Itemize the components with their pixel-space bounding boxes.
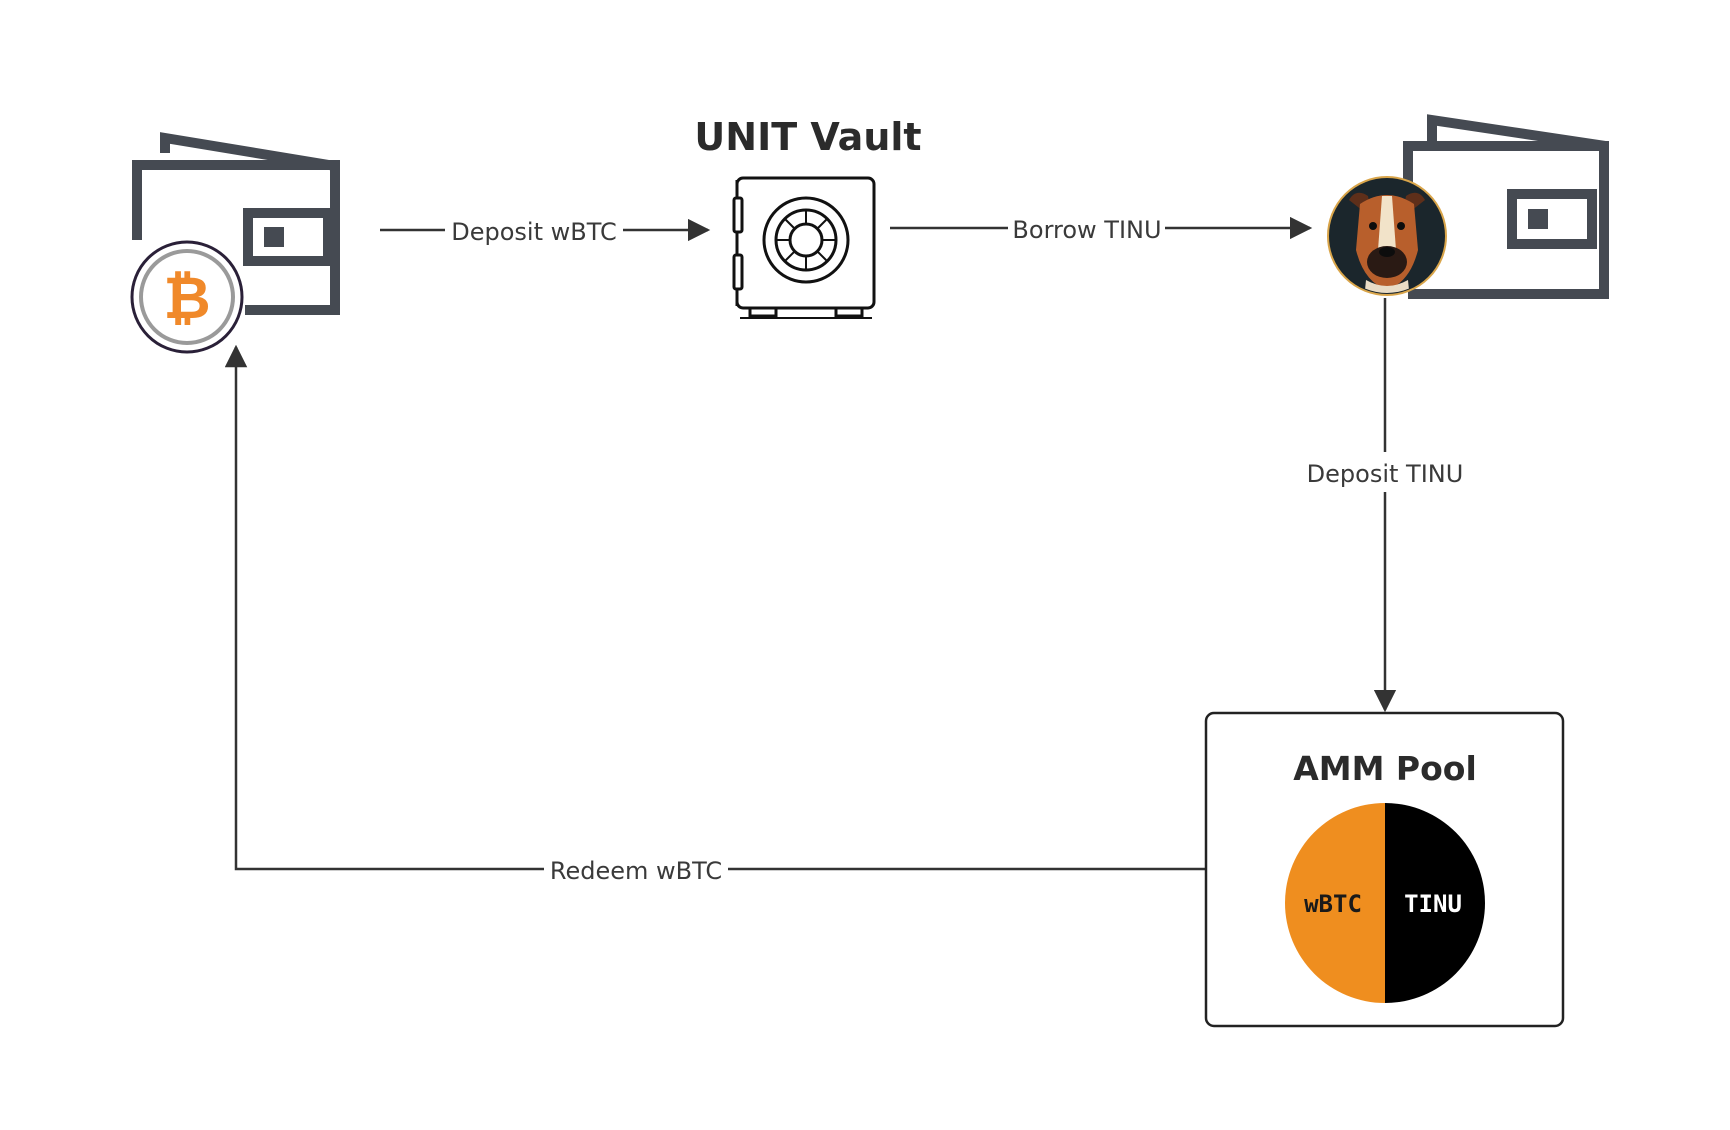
edge-label-borrow-tinu: Borrow TINU — [1012, 216, 1161, 244]
vault-title: UNIT Vault — [694, 115, 921, 159]
pool-token-right: TINU — [1404, 890, 1462, 918]
pool-token-left: wBTC — [1304, 890, 1362, 918]
edge-label-redeem-wbtc: Redeem wBTC — [550, 857, 722, 885]
pool-title: AMM Pool — [1293, 749, 1477, 788]
svg-text:₿: ₿ — [163, 264, 210, 332]
edge-redeem-wbtc — [224, 344, 1205, 871]
wallet-left-icon — [132, 132, 340, 315]
dog-avatar-icon — [1327, 176, 1447, 296]
edge-label-deposit-tinu: Deposit TINU — [1307, 460, 1464, 488]
token-pair-icon: wBTC TINU — [1285, 803, 1485, 1003]
edge-label-deposit-wbtc: Deposit wBTC — [451, 218, 616, 246]
bitcoin-icon: ₿ — [130, 240, 244, 354]
safe-icon — [732, 176, 876, 319]
wallet-right-icon — [1403, 114, 1609, 299]
